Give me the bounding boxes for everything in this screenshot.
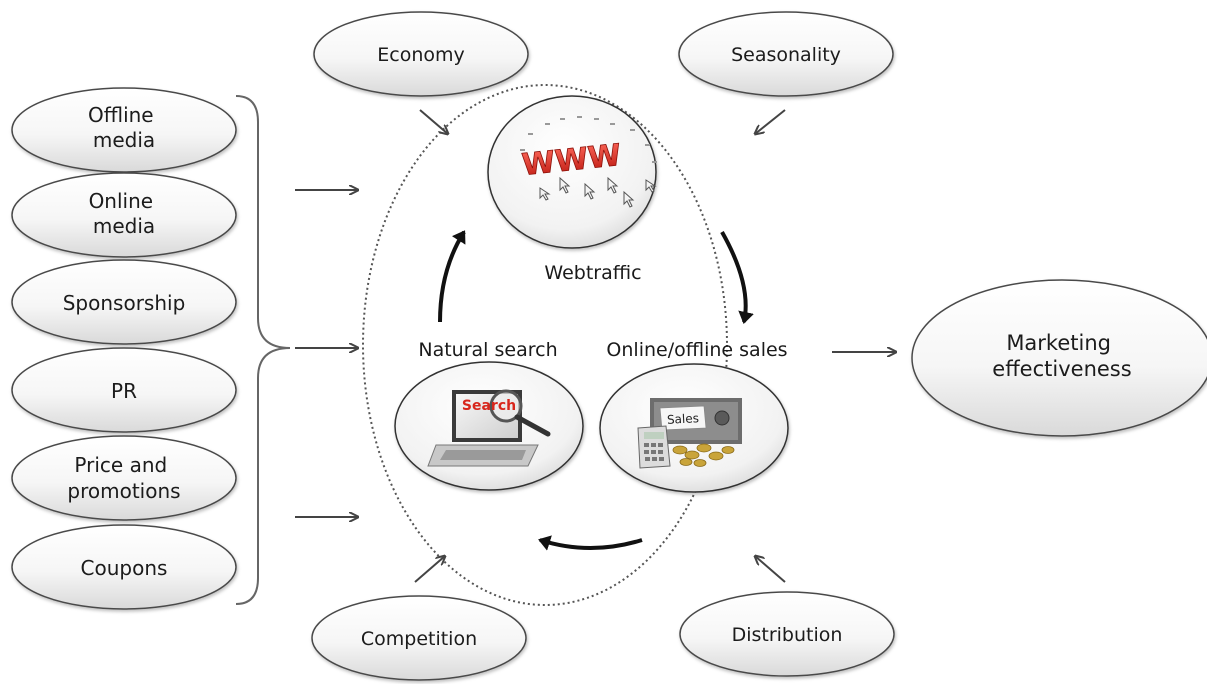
input-sponsorship-label: Sponsorship [63,291,186,315]
arrow-economy [419,109,448,134]
output-label: Marketing effectiveness [992,331,1131,381]
webtraffic-node: WWW [487,95,657,249]
input-pr: PR [11,347,237,433]
sales-folder-label: Sales [667,411,700,427]
search-logo: Search [462,398,516,414]
cycle-arrow-to-search [538,535,643,551]
webtraffic-label: Webtraffic [544,262,641,284]
input-price-and-promotions-label: Price and promotions [67,453,180,503]
core-boundary [362,84,728,606]
input-price-and-promotions: Price and promotions [11,435,237,521]
factor-economy: Economy [313,11,529,97]
input-offline-media: Offline media [11,87,237,173]
factor-distribution-label: Distribution [732,624,843,646]
arrow-competition [414,556,445,583]
factor-seasonality-label: Seasonality [731,44,841,66]
natural-search-node: Search [394,361,584,491]
input-pr-label: PR [111,379,137,403]
coins-icon [672,443,735,467]
sales-node: Sales [599,363,789,493]
input-sponsorship: Sponsorship [11,259,237,345]
output-marketing-effectiveness: Marketing effectiveness [911,279,1207,437]
input-brace [235,95,291,605]
cursor-arrows-icon [539,176,657,208]
factor-competition: Competition [311,595,527,681]
cycle-arrow-to-webtraffic [438,230,466,323]
dashes-icon [520,116,657,163]
folder-icon [650,398,742,444]
input-coupons-label: Coupons [81,556,168,580]
input-coupons: Coupons [11,524,237,610]
natural-search-label: Natural search [418,339,557,361]
calculator-icon [637,425,671,469]
input-offline-media-label: Offline media [88,103,160,152]
cycle-arrow-to-sales [720,231,754,324]
sales-label: Online/offline sales [606,339,787,361]
arrow-distribution [755,556,786,583]
magnifier-icon [489,389,551,437]
factor-seasonality: Seasonality [678,11,894,97]
input-online-media-label: Online media [89,189,160,238]
factor-distribution: Distribution [679,591,895,677]
input-online-media: Online media [11,172,237,258]
arrow-seasonality [755,109,786,134]
factor-competition-label: Competition [361,628,477,650]
factor-economy-label: Economy [377,44,465,66]
